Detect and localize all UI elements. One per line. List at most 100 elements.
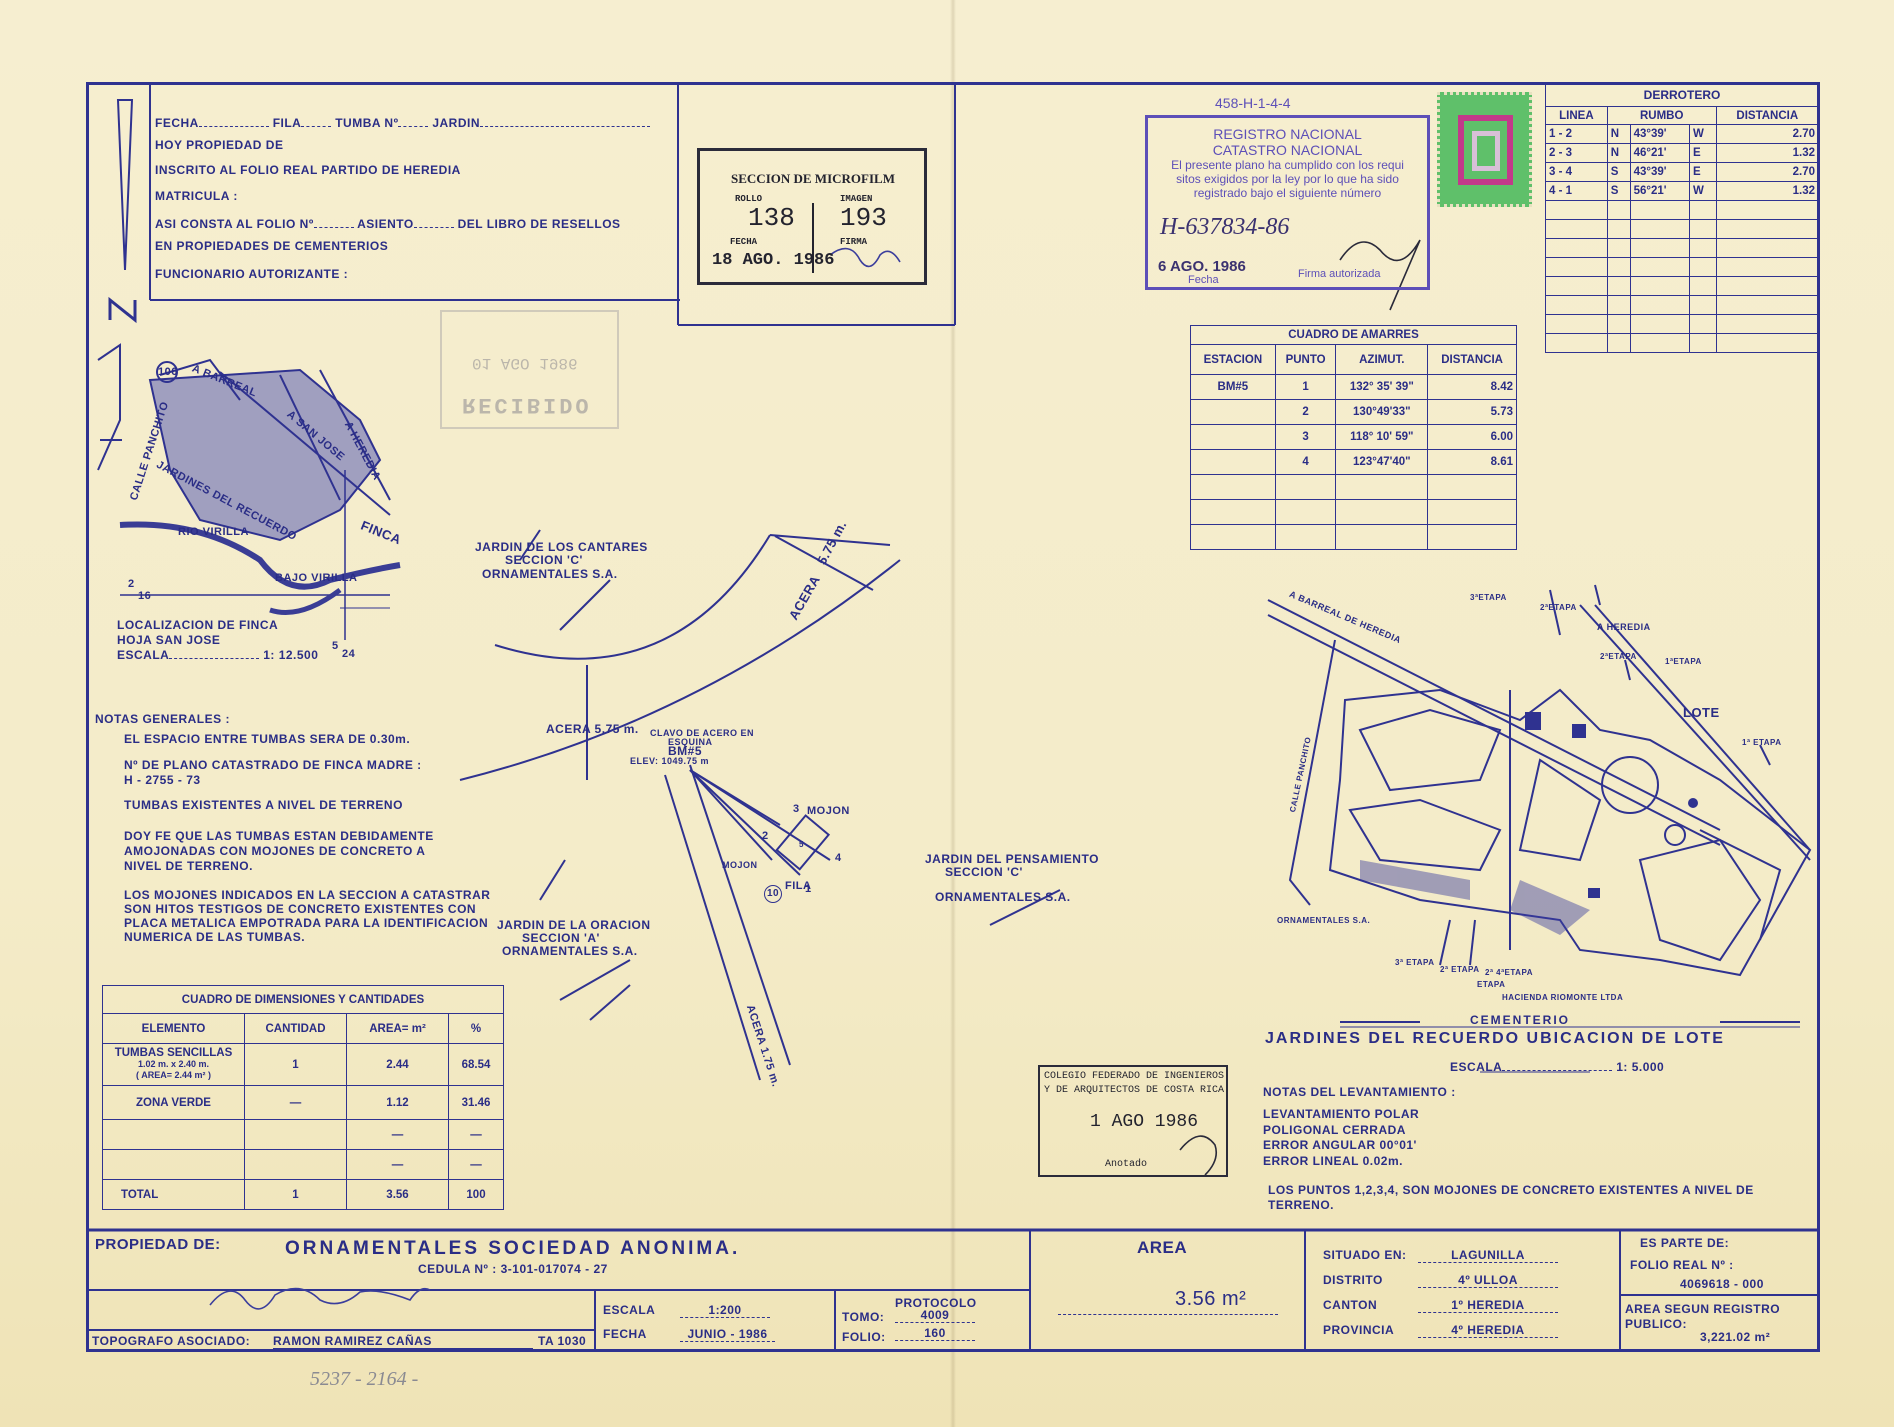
area-registro-value: 3,221.02 m² <box>1700 1330 1771 1344</box>
microfilm-stamp: SECCION DE MICROFILM ROLLO IMAGEN 138 19… <box>697 148 927 285</box>
tumba-number: 5 <box>799 840 804 849</box>
oracion-3: ORNAMENTALES S.A. <box>502 944 638 958</box>
site-etapa-b4: ETAPA <box>1477 980 1506 989</box>
canton-label: CANTON <box>1323 1298 1378 1312</box>
publico-label: PUBLICO: <box>1625 1317 1687 1331</box>
escala-label: ESCALA <box>603 1303 656 1317</box>
map-route: 106 <box>158 366 178 378</box>
fila-label: FILA <box>785 880 812 892</box>
imagen-value: 193 <box>840 203 887 233</box>
mojon-label: MOJON <box>807 805 850 817</box>
form-propiedades: EN PROPIEDADES DE CEMENTERIOS <box>155 239 389 253</box>
site-etapa3: 3ªETAPA <box>1470 593 1507 602</box>
folio-tb-label: FOLIO: <box>842 1330 886 1344</box>
pensamiento-1: JARDIN DEL PENSAMIENTO <box>925 852 1099 866</box>
nota-1: EL ESPACIO ENTRE TUMBAS SERA DE 0.30m. <box>124 732 411 746</box>
cantares-1: JARDIN DE LOS CANTARES <box>475 540 648 554</box>
amarres-table: CUADRO DE AMARRES ESTACION PUNTO AZIMUT.… <box>1190 325 1517 550</box>
tomo-label: TOMO: <box>842 1310 885 1324</box>
form-hoy-propiedad: HOY PROPIEDAD DE <box>155 138 284 152</box>
topografo-name: RAMON RAMIREZ CAÑAS <box>273 1334 533 1349</box>
point-4: 4 <box>835 852 842 864</box>
registro-line3: registrado bajo el siguiente número <box>1193 186 1382 200</box>
point-1: 1 <box>805 883 812 895</box>
site-etapa-b3: 2ª 4ªETAPA <box>1485 968 1533 977</box>
registro-number: H-637834-86 <box>1160 214 1290 240</box>
site-etapa1b: 1ª ETAPA <box>1742 738 1782 747</box>
microfilm-title: SECCION DE MICROFILM <box>731 171 895 186</box>
recibido-text: RECIBIDO <box>462 392 592 417</box>
amarres-col-distancia: DISTANCIA <box>1427 344 1517 375</box>
paper-fold <box>950 0 956 1427</box>
table-row: TOTAL 1 3.56 100 <box>102 1179 504 1210</box>
site-ornamentales: ORNAMENTALES S.A. <box>1277 916 1371 925</box>
map-coord-24: 24 <box>342 648 356 660</box>
site-heredia: A HEREDIA <box>1597 622 1651 632</box>
topografo-ta: TA 1030 <box>538 1334 587 1348</box>
point-3: 3 <box>793 803 800 815</box>
canton-value: 1º HEREDIA <box>1418 1298 1558 1313</box>
nota-5d: NUMERICA DE LAS TUMBAS. <box>124 930 306 944</box>
parte-label: ES PARTE DE: <box>1640 1236 1730 1250</box>
escala-value: 1:200 <box>680 1303 770 1318</box>
form-asi-consta: ASI CONSTA AL FOLIO Nº ASIENTO DEL LIBRO… <box>155 217 621 231</box>
amarres-col-azimut: AZIMUT. <box>1335 344 1429 375</box>
microfilm-divider <box>812 203 814 273</box>
loc-escala: ESCALA 1: 12.500 <box>117 648 319 662</box>
topografo-label: TOPOGRAFO ASOCIADO: <box>92 1334 251 1348</box>
nota-4b: AMOJONADAS CON MOJONES DE CONCRETO A <box>124 844 426 858</box>
fecha-tb-value: JUNIO - 1986 <box>680 1327 775 1342</box>
nota-4a: DOY FE QUE LAS TUMBAS ESTAN DEBIDAMENTE <box>124 829 434 843</box>
map-coord-2: 2 <box>128 578 135 590</box>
form-inscrito: INSCRITO AL FOLIO REAL PARTIDO DE HEREDI… <box>155 163 461 177</box>
lev-5a: LOS PUNTOS 1,2,3,4, SON MOJONES DE CONCR… <box>1268 1183 1754 1197</box>
registro-firma-label: Firma autorizada <box>1298 268 1381 280</box>
site-cementerio: CEMENTERIO <box>1470 1013 1571 1027</box>
mojon-label-2: MOJON <box>722 860 758 870</box>
fiscal-stamp-icon <box>1437 92 1532 207</box>
dim-col-area: AREA= m² <box>346 1013 449 1044</box>
registro-title1: REGISTRO NACIONAL <box>1213 126 1362 142</box>
oracion-2: SECCION 'A' <box>522 931 600 945</box>
lev-4: ERROR LINEAL 0.02m. <box>1263 1154 1403 1168</box>
derrotero-title: DERROTERO <box>1545 83 1819 107</box>
folio-tb-value: 160 <box>895 1326 975 1341</box>
lev-title: NOTAS DEL LEVANTAMIENTO : <box>1263 1085 1456 1099</box>
colegio-date: 1 AGO 1986 <box>1090 1112 1199 1132</box>
nota-5c: PLACA METALICA EMPOTRADA PARA LA IDENTIF… <box>124 916 489 930</box>
acera-left: ACERA 5.75 m. <box>546 722 639 736</box>
firma-label: FIRMA <box>840 237 868 247</box>
amarres-col-estacion: ESTACION <box>1190 344 1276 375</box>
area-underline <box>1058 1314 1278 1315</box>
drawing-frame <box>86 82 1820 1352</box>
lev-5b: TERRENO. <box>1268 1198 1335 1212</box>
cantares-2: SECCION 'C' <box>505 553 583 567</box>
oracion-1: JARDIN DE LA ORACION <box>497 918 651 932</box>
point-2: 2 <box>762 830 769 842</box>
clavo-2: ESQUINA <box>668 737 713 747</box>
area-value: 3.56 m² <box>1175 1288 1247 1310</box>
fila-number: 10 <box>764 885 782 903</box>
recibido-stamp: RECIBIDO 01 AGO 1986 <box>440 310 619 429</box>
lev-3: ERROR ANGULAR 00°01' <box>1263 1138 1417 1152</box>
cedula: CEDULA Nº : 3-101-017074 - 27 <box>418 1262 608 1276</box>
form-matricula: MATRICULA : <box>155 189 238 203</box>
site-lote: LOTE <box>1683 705 1720 720</box>
propiedad-label: PROPIEDAD DE: <box>95 1236 221 1253</box>
area-label: AREA <box>1137 1238 1188 1257</box>
clavo-1: CLAVO DE ACERO EN <box>650 728 755 738</box>
form-fecha: FECHA FILA TUMBA Nº JARDIN <box>155 116 650 130</box>
registro-stamp: REGISTRO NACIONAL CATASTRO NACIONAL El p… <box>1145 115 1430 290</box>
colegio-l1: COLEGIO FEDERADO DE INGENIEROS <box>1044 1071 1225 1082</box>
dim-col-elemento: ELEMENTO <box>102 1013 245 1044</box>
site-etapa-b2: 2ª ETAPA <box>1440 965 1480 974</box>
nota-5a: LOS MOJONES INDICADOS EN LA SECCION A CA… <box>124 888 491 902</box>
derrotero-col-rumbo: RUMBO <box>1606 106 1717 125</box>
loc-hoja: HOJA SAN JOSE <box>117 633 221 647</box>
distrito-value: 4º ULLOA <box>1418 1273 1558 1288</box>
